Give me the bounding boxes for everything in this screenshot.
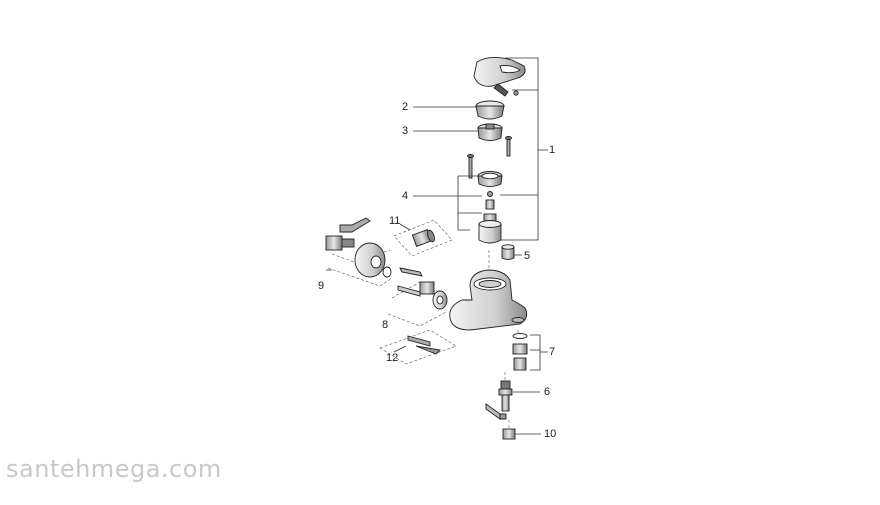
- part-7-aerator: [512, 333, 528, 371]
- callout-10: 10: [544, 428, 557, 440]
- part-4-small-parts: [483, 191, 497, 223]
- callout-9: 9: [318, 280, 325, 292]
- bracket-item-4: [413, 175, 482, 231]
- callout-8: 8: [382, 319, 389, 331]
- callout-3: 3: [402, 125, 409, 137]
- lever-handle: [473, 57, 526, 97]
- part-9-flange-assembly: [325, 217, 393, 287]
- part-5-plug: [501, 244, 522, 260]
- bracket-item-7: [530, 334, 548, 371]
- callout-5: 5: [524, 250, 531, 262]
- bracket-item-1: [490, 57, 548, 241]
- callout-4: 4: [402, 190, 409, 202]
- part-11-connector-set: [393, 219, 453, 257]
- callout-11: 11: [389, 215, 401, 227]
- callout-12: 12: [386, 352, 399, 364]
- part-12-tool-kit: [379, 329, 457, 365]
- callout-7: 7: [549, 346, 556, 358]
- cartridge: [478, 220, 502, 244]
- part-4-screws: [467, 136, 512, 179]
- callout-6: 6: [544, 386, 551, 398]
- part-6-diverter: [498, 372, 540, 412]
- part-10-nut: [502, 420, 541, 440]
- part-8-connection-set: [387, 267, 448, 327]
- part-2-cap: [413, 100, 505, 120]
- part-3-adapter: [413, 123, 503, 141]
- callout-2: 2: [402, 101, 409, 113]
- part-4-ring: [477, 171, 503, 187]
- faucet-body: [449, 269, 528, 331]
- hex-key: [485, 403, 507, 420]
- watermark: santehmega.com: [6, 455, 222, 483]
- callout-1: 1: [549, 144, 556, 156]
